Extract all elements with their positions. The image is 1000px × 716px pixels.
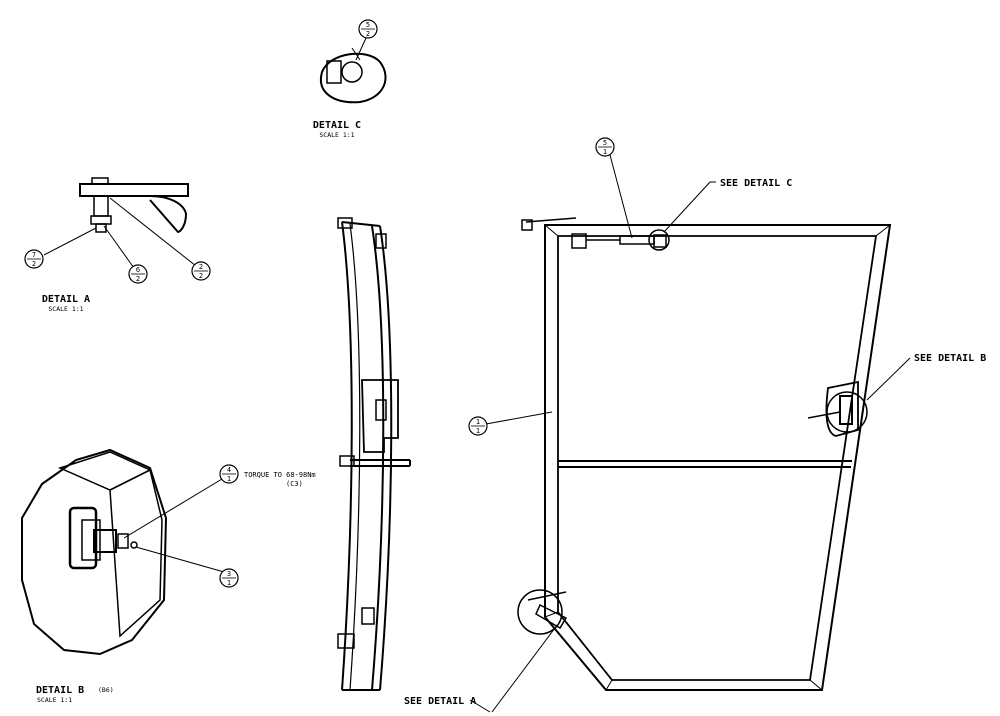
detail-a-view — [79, 177, 189, 234]
detail-c-view — [319, 47, 387, 104]
balloon-top: 4 — [227, 466, 231, 474]
see-detail-b-label: SEE DETAIL B — [914, 353, 986, 364]
detail-a-marker-circle — [517, 589, 563, 635]
door-front-view — [521, 217, 892, 691]
detail-b-scale: SCALE 1:1 — [37, 696, 72, 704]
balloon-bottom: 1 — [227, 579, 231, 587]
balloon-bottom: 1 — [476, 427, 480, 435]
detail-b-view — [21, 448, 168, 656]
detail-c-title: DETAIL C — [313, 120, 361, 131]
detail-c-scale: SCALE 1:1 — [319, 131, 354, 139]
balloon-top: 2 — [199, 263, 203, 271]
torque-ref: (C3) — [286, 480, 303, 488]
detail-b-title: DETAIL B — [36, 685, 84, 696]
balloon-b-4-1: 4 1 — [219, 464, 239, 484]
balloon-bottom: 1 — [603, 148, 607, 156]
balloon-top: 7 — [32, 251, 36, 259]
balloon-bottom: 2 — [136, 275, 140, 283]
balloon-top: 3 — [227, 570, 231, 578]
detail-a-scale: SCALE 1:1 — [48, 305, 83, 313]
detail-b-marker-circle — [826, 391, 868, 433]
see-detail-c-label: SEE DETAIL C — [720, 178, 792, 189]
balloon-bottom: 2 — [32, 260, 36, 268]
balloon-a-2-2: 2 2 — [191, 261, 211, 281]
balloon-a-6-2: 6 2 — [128, 264, 148, 284]
balloon-b-3-1: 3 1 — [219, 568, 239, 588]
door-side-view — [337, 217, 411, 691]
detail-c-marker-circle — [648, 229, 670, 251]
balloon-main-5-1: 5 1 — [595, 137, 615, 157]
torque-note: TORQUE TO 68-98Nm — [244, 471, 316, 479]
balloon-top: 5 — [603, 139, 607, 147]
detail-a-title: DETAIL A — [42, 294, 90, 305]
balloon-a-7-2: 7 2 — [24, 249, 44, 269]
see-detail-a-label: SEE DETAIL A — [404, 696, 476, 707]
balloon-main-1-1: 1 1 — [468, 416, 488, 436]
balloon-bottom: 1 — [227, 475, 231, 483]
balloon-c-5-2: 5 2 — [358, 19, 378, 39]
balloon-bottom: 2 — [366, 30, 370, 38]
balloon-top: 5 — [366, 21, 370, 29]
balloon-bottom: 2 — [199, 272, 203, 280]
detail-b-ref: (B6) — [98, 686, 114, 694]
balloon-top: 1 — [476, 418, 480, 426]
balloon-top: 6 — [136, 266, 140, 274]
